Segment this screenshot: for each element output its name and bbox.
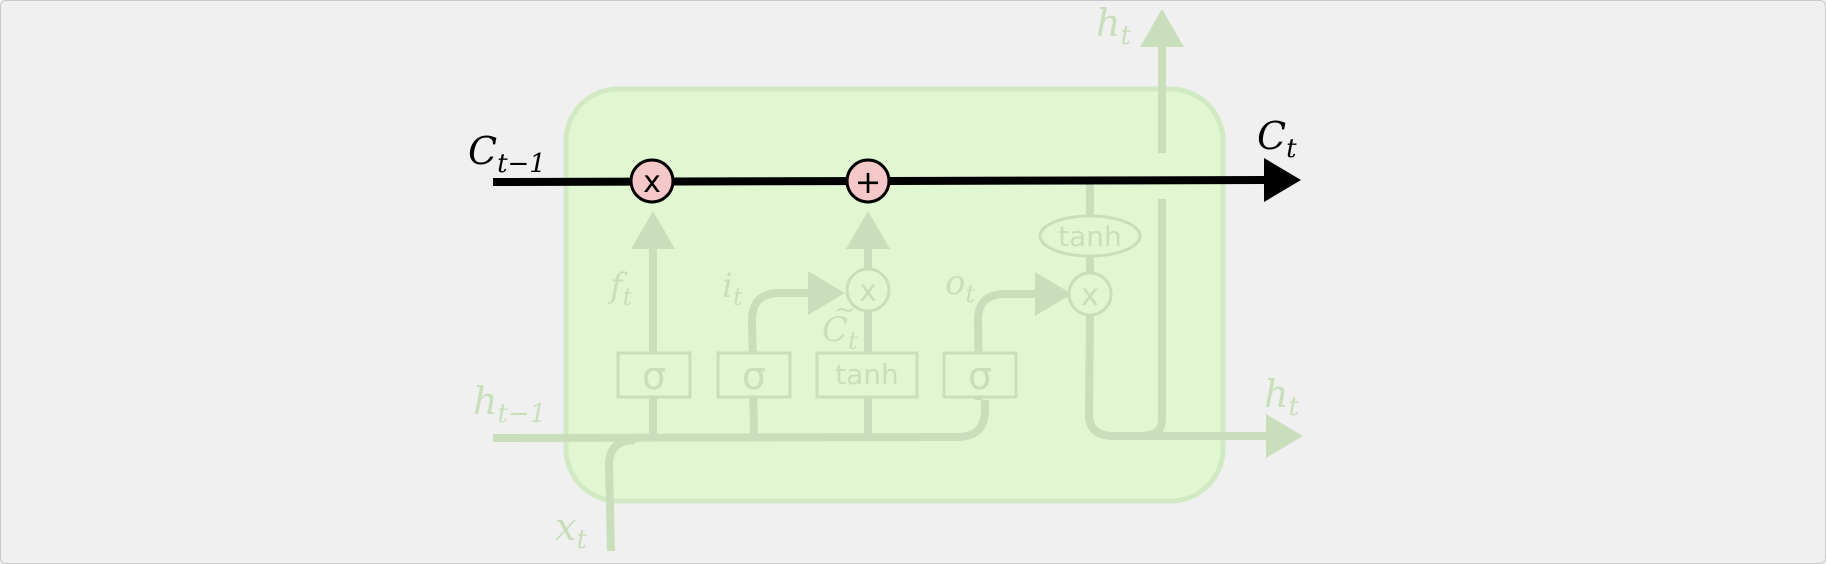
cell-add-op xyxy=(845,158,891,204)
forget-arrowhead xyxy=(631,211,675,249)
output-arrowhead xyxy=(1035,272,1072,316)
label-c-t: Ct xyxy=(1257,114,1297,164)
label-h-t-right: ht xyxy=(1264,372,1299,422)
output-tanh-label: tanh xyxy=(1058,220,1122,253)
output-multiply-symbol: x xyxy=(1081,278,1099,313)
label-o-t: ot xyxy=(945,263,975,308)
output-to-h-line xyxy=(1085,313,1268,440)
hidden-state-input-line xyxy=(492,400,989,442)
h-right-arrowhead xyxy=(1266,414,1303,458)
output-gate-symbol: σ xyxy=(968,354,992,398)
input-x-line xyxy=(605,436,636,552)
input-arrowhead xyxy=(808,271,845,315)
output-tanh-op xyxy=(1038,214,1142,258)
forget-gate-box xyxy=(616,351,692,399)
label-c-tilde-accent: ~ xyxy=(834,295,856,325)
label-c-tilde: Ct xyxy=(822,310,858,355)
forget-gate-symbol: σ xyxy=(642,354,666,398)
cell-add-symbol: + xyxy=(855,163,882,201)
input-multiply-op xyxy=(845,267,891,313)
input-gate-line xyxy=(748,289,808,438)
label-h-prev: ht−1 xyxy=(473,379,546,429)
label-h-t-top: ht xyxy=(1096,1,1131,51)
candidate-arrowhead xyxy=(846,211,890,249)
candidate-gate-symbol: tanh xyxy=(835,358,899,391)
input-multiply-symbol: x xyxy=(859,274,877,309)
forget-multiply-symbol: x xyxy=(643,165,661,200)
input-gate-symbol: σ xyxy=(742,354,766,398)
label-i-t: it xyxy=(722,266,743,311)
gate-boxes xyxy=(616,351,1018,399)
h-top-line xyxy=(1139,199,1166,440)
faded-arrowheads xyxy=(631,9,1303,458)
cell-state-arrowhead xyxy=(1264,158,1301,202)
label-x-t: xt xyxy=(555,505,587,555)
h-top-arrowhead xyxy=(1140,9,1184,47)
forget-multiply-op xyxy=(629,158,675,204)
output-gate-line xyxy=(974,290,1035,401)
output-gate-box xyxy=(942,351,1018,399)
candidate-gate-box xyxy=(815,351,919,399)
input-gate-box xyxy=(716,351,792,399)
label-c-prev: Ct−1 xyxy=(468,129,546,179)
output-multiply-op xyxy=(1067,271,1113,317)
